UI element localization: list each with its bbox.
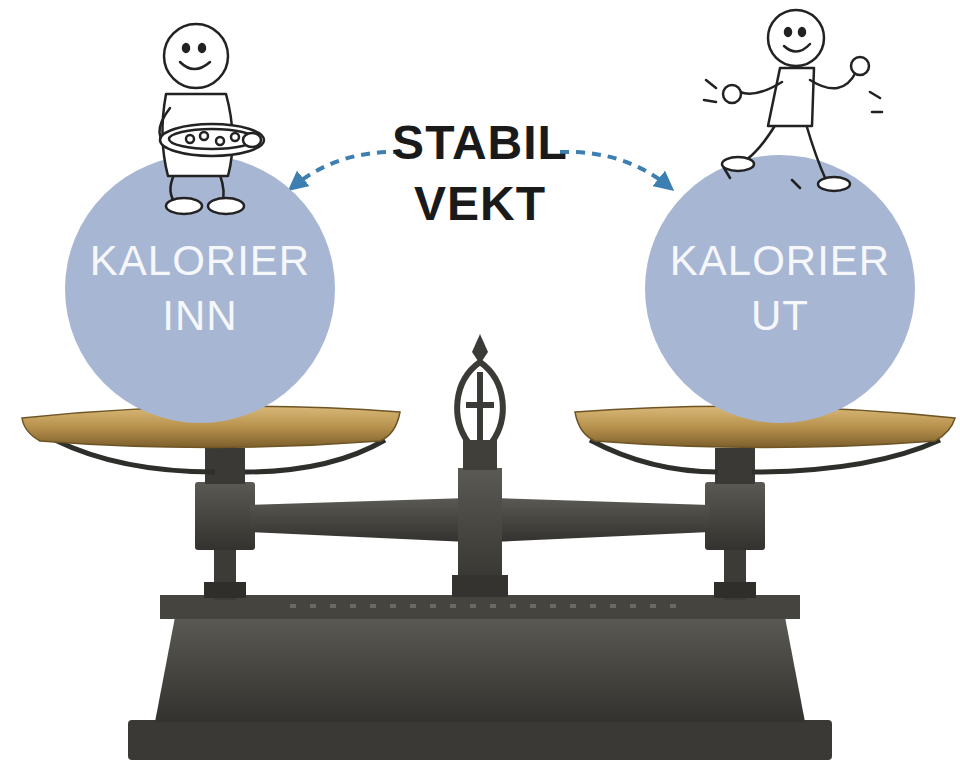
pillar-block bbox=[705, 482, 765, 550]
pillar-nut bbox=[204, 582, 246, 598]
dashed-arrow bbox=[294, 152, 402, 186]
figure-leg bbox=[746, 124, 826, 180]
pillar-nut bbox=[715, 448, 755, 484]
motion-lines bbox=[704, 80, 882, 188]
circle-outline bbox=[65, 155, 335, 423]
figure-foot bbox=[722, 157, 754, 171]
pizza-tray bbox=[160, 124, 264, 156]
figure-hand bbox=[243, 133, 261, 147]
node-body: KALORIER INN bbox=[65, 155, 335, 423]
figure-head bbox=[768, 10, 824, 66]
pizza-topping bbox=[216, 137, 224, 145]
scale-plinth bbox=[160, 595, 800, 619]
figure-eye bbox=[199, 44, 205, 52]
dashed-arrow bbox=[560, 152, 668, 186]
weight-marks bbox=[290, 604, 680, 608]
figure-smile bbox=[180, 62, 210, 69]
scale-foot bbox=[128, 720, 832, 760]
dancing-figure bbox=[704, 10, 882, 191]
center-ornament bbox=[457, 362, 503, 442]
figure-eye bbox=[785, 28, 791, 36]
center-post-foot bbox=[452, 575, 508, 597]
node-body: KALORIER UT bbox=[645, 155, 915, 423]
center-block bbox=[463, 440, 497, 470]
node-text: KALORIER UT bbox=[665, 234, 895, 343]
figure-foot bbox=[208, 198, 244, 214]
circle-outline bbox=[645, 155, 915, 423]
figure-body bbox=[768, 68, 814, 126]
figure-arm bbox=[740, 72, 856, 94]
scale-base bbox=[155, 617, 805, 722]
center-finial bbox=[472, 334, 488, 364]
circle-shape bbox=[645, 155, 915, 423]
figure-hand bbox=[851, 57, 869, 75]
circle-shape bbox=[65, 155, 335, 423]
eating-figure bbox=[159, 24, 264, 214]
figure-foot bbox=[818, 177, 850, 191]
figure-smile bbox=[784, 44, 810, 52]
figure-head bbox=[164, 24, 228, 88]
figure-foot bbox=[166, 198, 202, 214]
pillar-block bbox=[195, 482, 255, 550]
node-text: KALORIER INN bbox=[85, 234, 315, 343]
figure-hand bbox=[723, 85, 741, 103]
pizza-topping bbox=[186, 135, 194, 143]
pizza-topping bbox=[200, 132, 208, 140]
calorie-circle: KALORIER UT bbox=[645, 155, 915, 423]
pillar-nut bbox=[714, 582, 756, 598]
center-label: STABIL VEKT bbox=[380, 112, 580, 235]
pizza-topping bbox=[231, 133, 239, 141]
figure-eye bbox=[799, 28, 805, 36]
calorie-circle: KALORIER INN bbox=[65, 155, 335, 423]
figure-eye bbox=[183, 44, 189, 52]
pillar-nut bbox=[205, 448, 245, 484]
